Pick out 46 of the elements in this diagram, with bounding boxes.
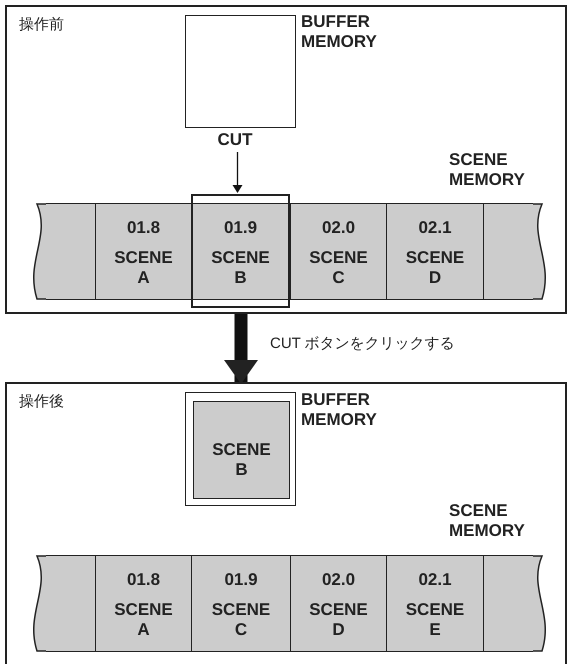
- scene-cell: [191, 555, 290, 652]
- scene-cell: [290, 555, 386, 652]
- tape-end-segment: [46, 555, 95, 652]
- scene-cell: [386, 555, 483, 652]
- buffer-frame: [185, 392, 296, 506]
- scene-name: SCENE A: [113, 248, 174, 288]
- scene-number: 01.8: [126, 218, 160, 238]
- block-arrow: [224, 314, 258, 384]
- scene-number: 02.1: [418, 218, 452, 238]
- scene-cell: [386, 203, 483, 300]
- buffer-box: [185, 15, 296, 128]
- scene-cell: [290, 203, 386, 300]
- edge-label: CUT ボタンをクリックする: [270, 334, 455, 353]
- panel-heading: 操作後: [19, 392, 64, 411]
- scene-cell: [95, 555, 191, 652]
- memory-label: BUFFER MEMORY: [301, 390, 378, 430]
- panel-heading: 操作前: [19, 15, 64, 34]
- panel-frame: [5, 382, 567, 664]
- scene-name: SCENE C: [308, 248, 369, 288]
- scene-name: SCENE D: [308, 600, 369, 640]
- panel-frame: [5, 5, 567, 314]
- tape-end-segment: [46, 203, 95, 300]
- scene-name: SCENE C: [210, 600, 272, 640]
- buffer-scene-box: [193, 401, 290, 499]
- scene-name: SCENE B: [211, 440, 272, 480]
- memory-label: SCENE MEMORY: [449, 501, 526, 541]
- scene-number: 01.9: [224, 570, 258, 590]
- scene-number: 02.1: [418, 570, 452, 590]
- scene-cell: [95, 203, 191, 300]
- tape-strip: [33, 555, 546, 652]
- scene-number: 01.8: [126, 570, 160, 590]
- scene-name: SCENE D: [404, 248, 466, 288]
- arrow: [232, 152, 242, 193]
- tape-strip: [33, 203, 546, 300]
- scene-number: 01.9: [224, 218, 258, 238]
- scene-cell: [191, 203, 290, 300]
- tape-end-segment: [483, 203, 533, 300]
- tape-end-segment: [483, 555, 533, 652]
- cut-label: CUT: [218, 130, 252, 150]
- scene-number: 02.0: [322, 570, 356, 590]
- memory-label: BUFFER MEMORY: [301, 12, 378, 52]
- scene-name: SCENE A: [113, 600, 174, 640]
- memory-label: SCENE MEMORY: [449, 150, 526, 190]
- scene-number: 02.0: [322, 218, 356, 238]
- scene-name: SCENE E: [404, 600, 466, 640]
- scene-name: SCENE B: [210, 248, 271, 288]
